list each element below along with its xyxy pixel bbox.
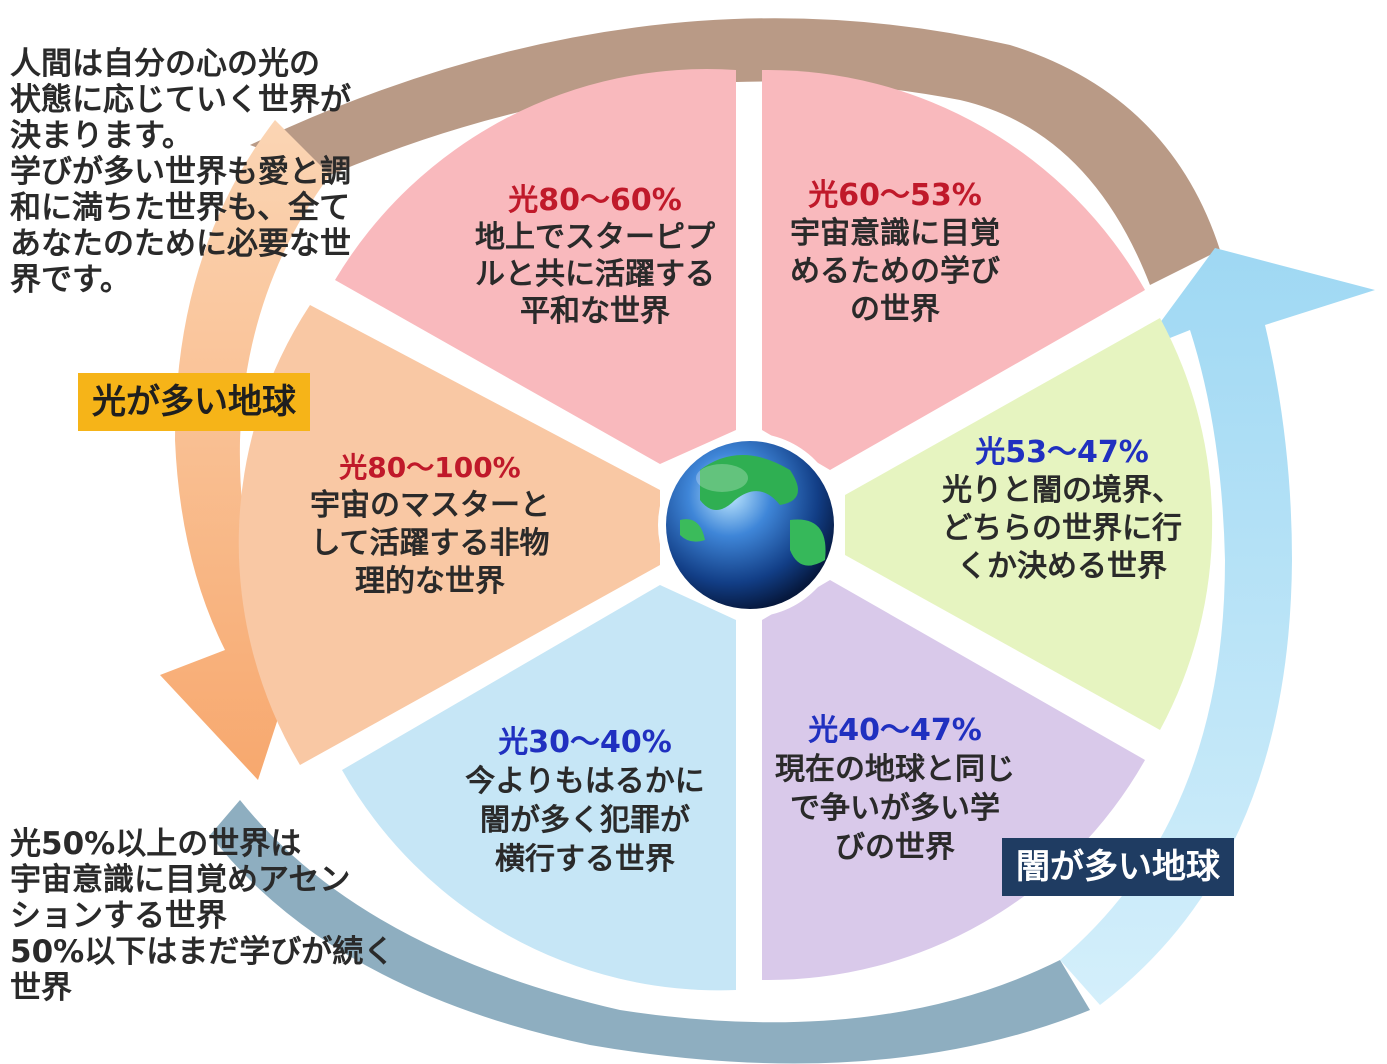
- seg-left-line: 理的な世界: [355, 564, 505, 599]
- seg-top-left-line: 平和な世界: [520, 294, 670, 329]
- wheel: [238, 69, 1213, 991]
- seg-top-right-line: めるための学び: [790, 254, 1000, 289]
- brown-arc-arrow: [250, 18, 1220, 286]
- intro-note-line: 学びが多い世界も愛と調: [10, 154, 351, 190]
- bottom-note-line: 50%以下はまだ学びが続く: [10, 934, 395, 970]
- bottom-note: 光50%以上の世界は 宇宙意識に目覚めアセン ションする世界 50%以下はまだ学…: [10, 826, 394, 1006]
- segment-right: [845, 318, 1213, 730]
- segment-bottom-right: [762, 580, 1145, 981]
- intro-note-line: あなたのために必要な世: [10, 226, 351, 262]
- bottom-note-line: 宇宙意識に目覚めアセン: [10, 862, 351, 898]
- seg-right-title: 光53〜47%: [975, 435, 1149, 470]
- bottom-note-line: ションする世界: [10, 898, 227, 934]
- orange-arc-arrow: [160, 120, 330, 780]
- intro-note-line: 人間は自分の心の光の: [10, 46, 320, 82]
- seg-top-right-line: の世界: [850, 292, 940, 327]
- segment-texts: 光80〜60% 地上でスターピプ ルと共に活躍する 平和な世界 光60〜53% …: [310, 178, 1182, 877]
- seg-left-line: 宇宙のマスターと: [310, 488, 550, 523]
- seg-top-left-line: ルと共に活躍する: [475, 257, 715, 292]
- seg-right-line: くか決める世界: [957, 549, 1167, 584]
- seg-left-line: して活躍する非物: [310, 526, 549, 561]
- segment-top-left: [335, 69, 736, 464]
- intro-note-line: 状態に応じていく世界が: [10, 82, 351, 118]
- segment-bottom-left: [342, 585, 736, 991]
- intro-note-line: 和に満ちた世界も、全て: [10, 190, 351, 226]
- seg-bottom-left-title: 光30〜40%: [498, 725, 672, 760]
- seg-bottom-left-line: 闇が多く犯罪が: [480, 803, 690, 838]
- segment-top-right: [762, 69, 1145, 470]
- segment-left: [238, 305, 660, 765]
- seg-top-right-line: 宇宙意識に目覚: [790, 216, 1000, 251]
- seg-top-left-line: 地上でスターピプ: [475, 220, 716, 255]
- intro-note: 人間は自分の心の光の 状態に応じていく世界が 決まります。 学びが多い世界も愛と…: [10, 46, 351, 298]
- seg-bottom-right-title: 光40〜47%: [808, 713, 982, 748]
- intro-note-line: 決まります。: [10, 118, 193, 154]
- seg-left-title: 光80〜100%: [338, 451, 520, 484]
- gray-arc-arrow: [210, 800, 1090, 1064]
- seg-bottom-left-line: 今よりもはるかに: [465, 764, 704, 799]
- seg-right-line: 光りと闇の境界、: [942, 473, 1182, 508]
- seg-top-left-title: 光80〜60%: [508, 183, 682, 218]
- seg-bottom-right-line: びの世界: [835, 830, 955, 865]
- earth-globe-icon: [658, 433, 842, 617]
- seg-bottom-left-line: 横行する世界: [495, 842, 675, 877]
- intro-note-line: 界です。: [10, 262, 131, 298]
- bottom-note-line: 世界: [10, 970, 72, 1006]
- seg-right-line: どちらの世界に行: [942, 511, 1182, 546]
- bottom-note-line: 光50%以上の世界は: [10, 826, 302, 862]
- seg-bottom-right-line: で争いが多い学: [790, 791, 1000, 826]
- dark-earth-label: 闇が多い地球: [1002, 838, 1234, 896]
- seg-top-right-title: 光60〜53%: [808, 178, 982, 213]
- light-earth-label: 光が多い地球: [78, 373, 310, 431]
- seg-bottom-right-line: 現在の地球と同じ: [775, 752, 1015, 787]
